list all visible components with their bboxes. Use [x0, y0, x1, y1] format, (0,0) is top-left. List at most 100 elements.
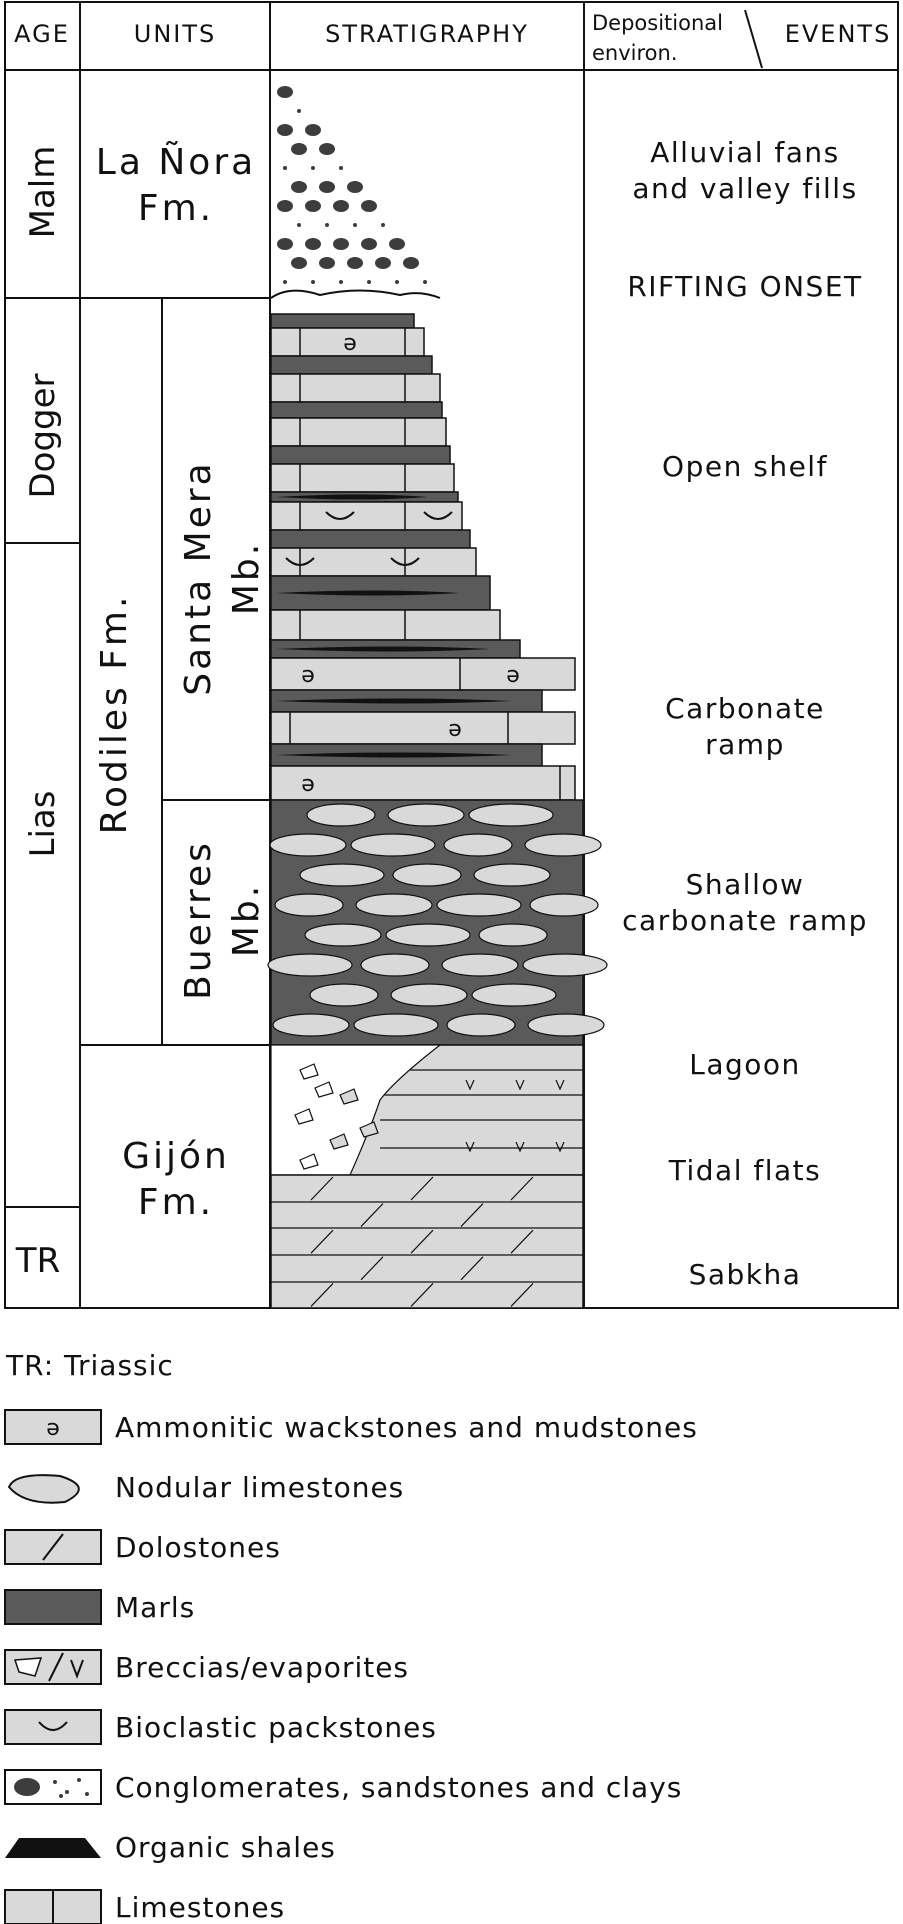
unit-santa-mera-line1: Santa Mera	[178, 460, 219, 695]
limestone-bed	[271, 766, 575, 800]
nodule	[528, 1014, 604, 1036]
unit-buerres-line1: Buerres	[178, 840, 219, 1000]
nodule	[273, 1014, 349, 1036]
nodule	[437, 894, 521, 916]
sand-grain	[77, 1778, 81, 1782]
env-sabkha: Sabkha	[689, 1258, 802, 1291]
legend-label: Limestones	[115, 1891, 285, 1924]
limestone-bed	[271, 712, 575, 744]
header-environment-line2: environ.	[592, 41, 678, 65]
limestone-icon	[5, 1890, 101, 1924]
nodule	[354, 1014, 438, 1036]
nodule	[391, 984, 467, 1006]
sand-grain	[423, 280, 427, 284]
unit-la-nora-line1: La Ñora	[96, 141, 256, 183]
env-shallow-ramp-line2: carbonate ramp	[622, 904, 868, 937]
ammonite-symbol: ə	[46, 1416, 60, 1441]
nodule	[447, 1014, 515, 1036]
unit-rodiles: Rodiles Fm.	[94, 594, 135, 835]
pebble	[319, 257, 335, 269]
bioclast-icon	[5, 1710, 101, 1744]
header-units: UNITS	[134, 20, 217, 48]
ammonite-symbol: ə	[343, 331, 357, 356]
pebble	[319, 143, 335, 155]
pebble	[403, 257, 419, 269]
sand-grain	[339, 280, 343, 284]
ammonite-symbol: ə	[301, 663, 315, 688]
pebble	[277, 86, 293, 98]
nodule	[472, 984, 556, 1006]
sand-grain	[339, 166, 343, 170]
limestone-bed	[271, 658, 575, 690]
age-lias: Lias	[23, 791, 63, 858]
nodule	[442, 954, 518, 976]
unit-santa-mera-line2: Mb.	[226, 541, 267, 615]
pebble	[14, 1778, 40, 1796]
nodule	[300, 864, 384, 886]
sand-grain	[311, 166, 315, 170]
nodule	[525, 834, 601, 856]
ammonite-symbol: ə	[506, 663, 520, 688]
dolostone-beds	[271, 1175, 583, 1308]
limestone-bed	[271, 418, 446, 446]
marl-bed	[271, 530, 470, 548]
ammonite-icon: ə	[5, 1410, 101, 1444]
pebble	[277, 124, 293, 136]
env-alluvial-line1: Alluvial fans	[650, 136, 840, 169]
marl-bed	[271, 356, 432, 374]
pebble	[277, 238, 293, 250]
pebble	[305, 200, 321, 212]
nodule	[361, 954, 429, 976]
legend-label: Dolostones	[115, 1531, 281, 1564]
nodule	[270, 834, 346, 856]
limestone-bed	[271, 610, 500, 640]
pebble	[361, 238, 377, 250]
nodule	[307, 804, 375, 826]
unit-gijon-line1: Gijón	[122, 1136, 230, 1177]
header-slash	[745, 10, 762, 68]
nodule	[386, 924, 470, 946]
sand-grain	[85, 1792, 89, 1796]
marl-bed	[271, 446, 450, 464]
pebble	[361, 200, 377, 212]
header-environment-line1: Depositional	[592, 11, 723, 35]
nodule	[305, 924, 381, 946]
sand-grain	[325, 223, 329, 227]
env-open-shelf: Open shelf	[662, 450, 828, 483]
sand-grain	[353, 223, 357, 227]
pebble	[305, 238, 321, 250]
limestone-bed	[271, 464, 454, 492]
nodule-icon	[9, 1475, 79, 1503]
pebble	[291, 143, 307, 155]
limestone-bed	[271, 548, 476, 576]
nodule	[474, 864, 550, 886]
sand-grain	[283, 280, 287, 284]
pebble	[319, 181, 335, 193]
legend-label: Breccias/evaporites	[115, 1651, 409, 1684]
legend-note: TR: Triassic	[5, 1349, 174, 1382]
legend-swatch	[5, 1590, 101, 1624]
pebble	[291, 257, 307, 269]
env-carbonate-ramp-line1: Carbonate	[665, 692, 825, 725]
age-malm: Malm	[23, 146, 63, 239]
unit-la-nora-line2: Fm.	[138, 188, 214, 229]
sand-grain	[283, 166, 287, 170]
legend-label: Ammonitic wackstones and mudstones	[115, 1411, 698, 1444]
limestone-bed	[271, 374, 440, 402]
sand-grain	[381, 223, 385, 227]
dolostone-icon	[5, 1530, 101, 1564]
nodule	[356, 894, 432, 916]
organic-shale-icon	[5, 1838, 101, 1858]
env-alluvial-line2: and valley fills	[632, 172, 857, 205]
marl-icon	[5, 1590, 101, 1624]
nodule	[393, 864, 461, 886]
legend-label: Organic shales	[115, 1831, 336, 1864]
nodule	[351, 834, 435, 856]
pebble	[375, 257, 391, 269]
header-events: EVENTS	[785, 20, 892, 48]
marl-bed	[271, 314, 414, 328]
sand-grain	[311, 280, 315, 284]
legend-label: Marls	[115, 1591, 195, 1624]
nodule	[444, 834, 512, 856]
